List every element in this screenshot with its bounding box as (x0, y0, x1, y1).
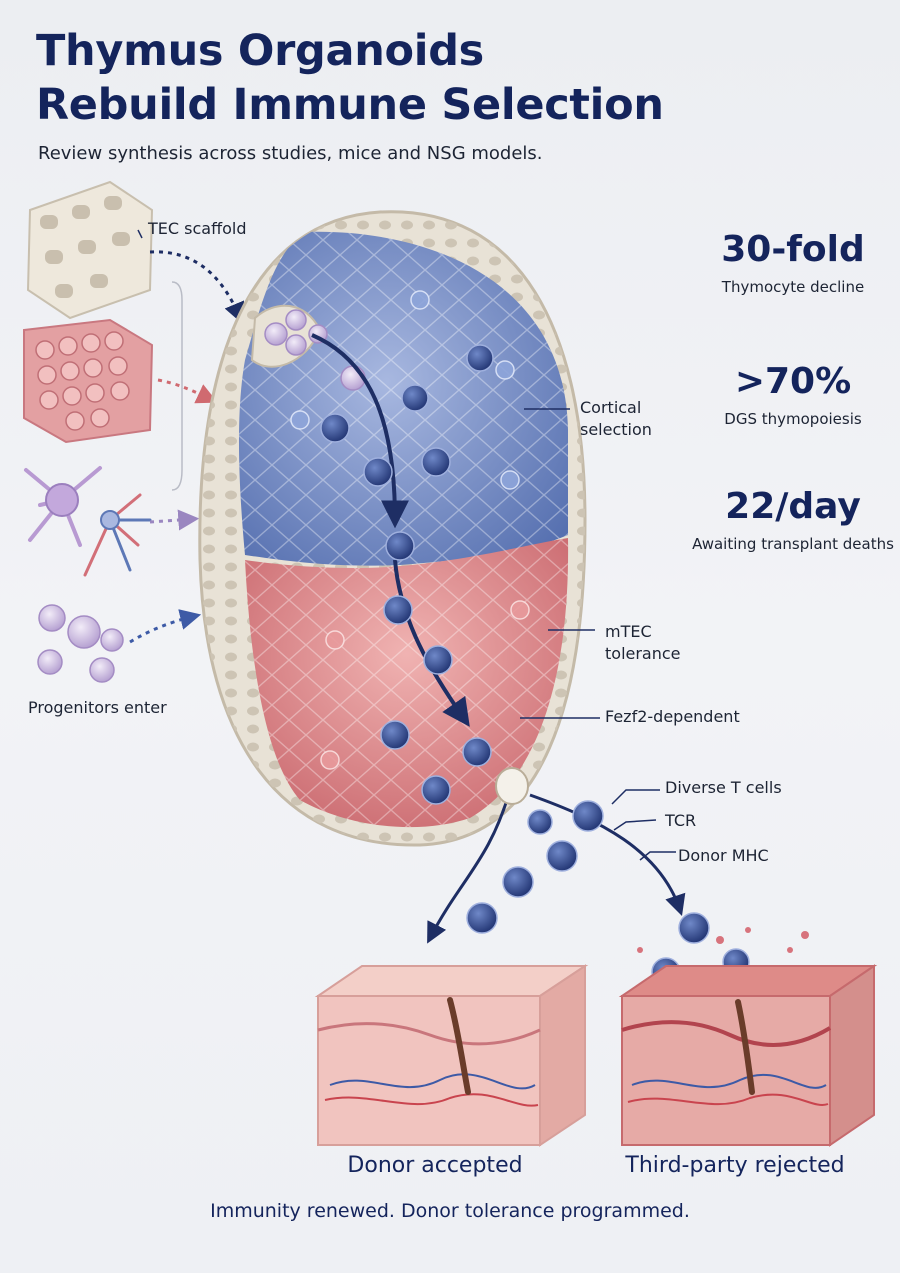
epithelial-block-icon (23, 318, 154, 444)
tcr-label: TCR (665, 811, 697, 830)
rejected-skin-graft (618, 964, 878, 1147)
cortical-line-1: Cortical (580, 398, 642, 417)
stat-caption: Thymocyte decline (721, 278, 865, 296)
progenitor-cells-icon (37, 604, 124, 683)
cortical-selection-label: Cortical selection (580, 397, 652, 441)
cortical-line-2: selection (580, 420, 652, 439)
stat-caption: DGS thymopoiesis (724, 410, 862, 428)
stat-value: 22/day (725, 486, 861, 527)
stat-value: 30-fold (721, 229, 865, 270)
progenitors-label: Progenitors enter (28, 698, 167, 717)
stromal-cells-icon (24, 466, 152, 577)
entering-progenitors (264, 309, 366, 391)
page-title: Thymus Organoids Rebuild Immune Selectio… (36, 24, 664, 132)
tagline: Immunity renewed. Donor tolerance progra… (210, 1200, 690, 1222)
tec-scaffold-block-icon (26, 180, 154, 320)
mtec-tolerance-label: mTEC tolerance (605, 621, 681, 665)
thymocytes (320, 344, 494, 805)
epithelial-arrow (157, 378, 218, 404)
stromal-arrow (149, 509, 200, 531)
donor-accepted-label: Donor accepted (347, 1153, 523, 1178)
stat-value: >70% (734, 361, 852, 402)
fezf2-label: Fezf2-dependent (605, 707, 740, 726)
maturation-path-cortex (311, 333, 409, 529)
progenitor-arrow (129, 609, 202, 644)
tec-scaffold-label: TEC scaffold (148, 219, 247, 238)
exit-path-rejected (529, 793, 686, 916)
subtitle: Review synthesis across studies, mice an… (38, 143, 543, 164)
mtec-line-1: mTEC (605, 622, 652, 641)
mature-t-cells (466, 800, 604, 934)
diverse-t-cells-label: Diverse T cells (665, 778, 782, 797)
title-line-1: Thymus Organoids (36, 26, 484, 76)
title-line-2: Rebuild Immune Selection (36, 80, 664, 130)
thymus-organoid (198, 210, 587, 847)
maturation-path-medulla (393, 559, 470, 727)
stat-thymocyte-decline: 30-fold Thymocyte decline (673, 228, 900, 296)
scaffold-arrow (149, 250, 245, 324)
stat-transplant-deaths: 22/day Awaiting transplant deaths (673, 485, 900, 553)
leader-lines (137, 229, 676, 861)
stat-caption: Awaiting transplant deaths (692, 535, 894, 553)
stat-dgs-thymopoiesis: >70% DGS thymopoiesis (673, 360, 900, 428)
third-party-rejected-label: Third-party rejected (625, 1153, 845, 1178)
donor-mhc-label: Donor MHC (678, 846, 769, 865)
exit-path-accepted (427, 789, 512, 944)
inputs-bracket (171, 281, 183, 491)
mtec-line-2: tolerance (605, 644, 681, 663)
accepted-skin-graft (314, 964, 589, 1147)
organoid-exit (495, 767, 529, 805)
